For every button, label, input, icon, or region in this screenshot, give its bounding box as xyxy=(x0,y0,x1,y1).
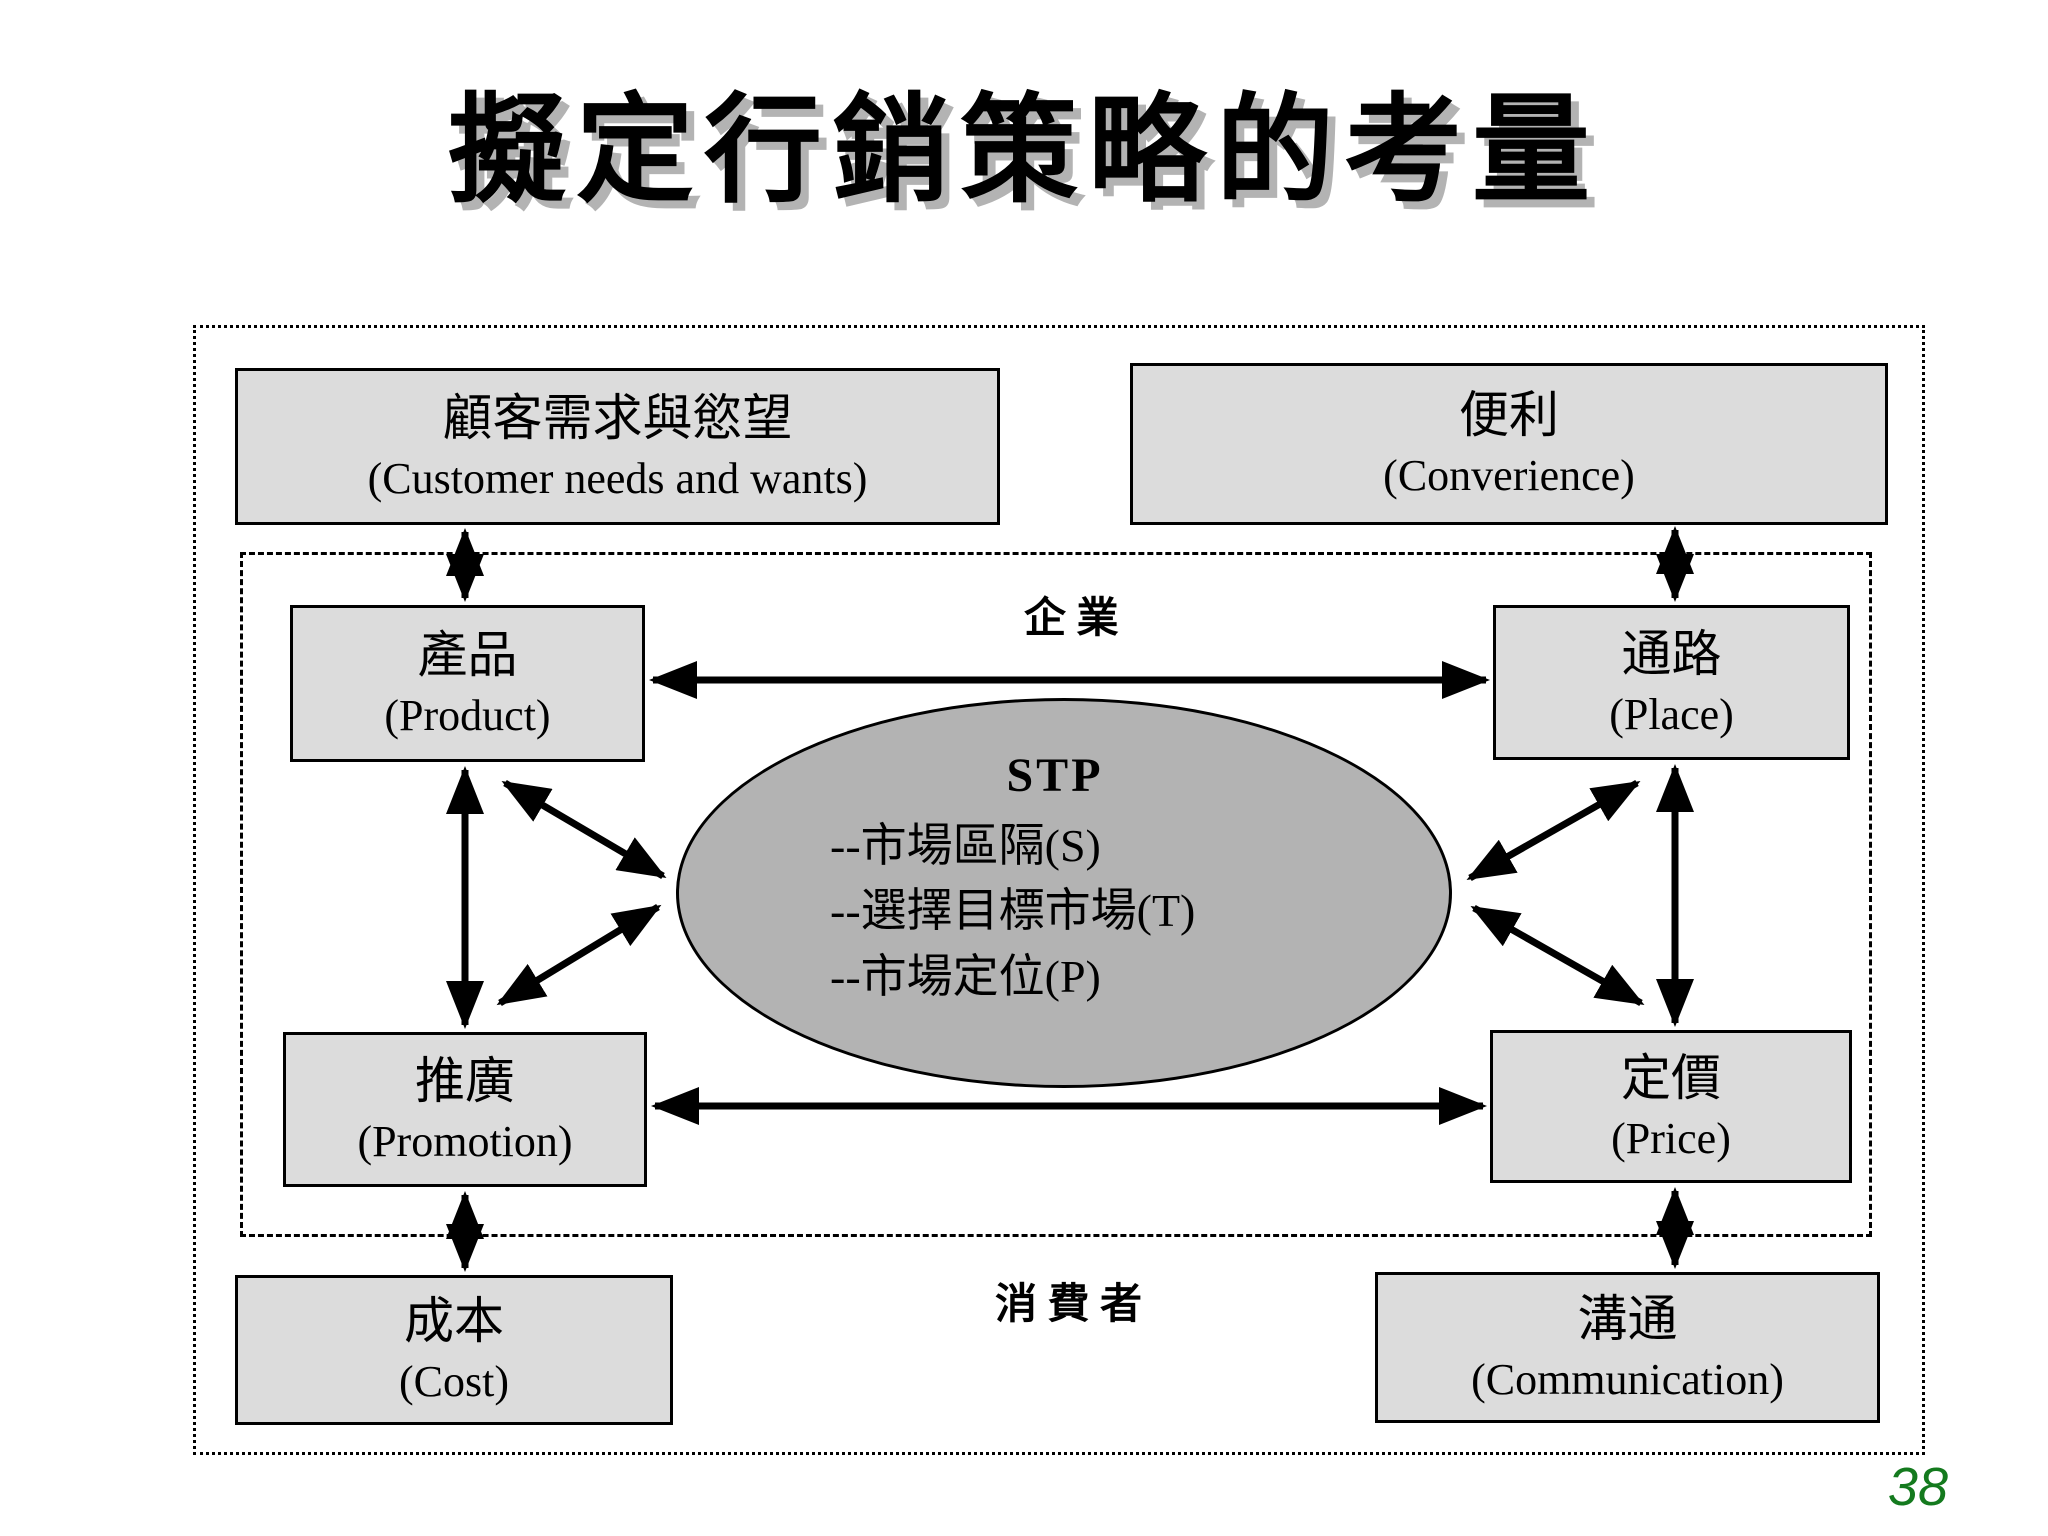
stp-heading: STP xyxy=(1006,749,1104,802)
stp-text-block: STP --市場區隔(S) --選擇目標市場(T) --市場定位(P) xyxy=(830,748,1280,1009)
stp-ellipse xyxy=(676,698,1452,1088)
place-box: 通路 (Place) xyxy=(1493,605,1850,760)
communication-zh-label: 溝通 xyxy=(1577,1290,1678,1347)
promotion-en-label: (Promotion) xyxy=(357,1116,573,1166)
price-box: 定價 (Price) xyxy=(1490,1030,1852,1183)
price-zh-label: 定價 xyxy=(1621,1049,1721,1106)
product-box: 產品 (Product) xyxy=(290,605,645,762)
customer-needs-box: 顧客需求與慾望 (Customer needs and wants) xyxy=(235,368,1000,525)
arrow-place-stp xyxy=(1466,779,1641,882)
product-zh-label: 產品 xyxy=(417,626,518,683)
promotion-box: 推廣 (Promotion) xyxy=(283,1032,647,1187)
place-zh-label: 通路 xyxy=(1621,625,1722,682)
customer-needs-en-label: (Customer needs and wants) xyxy=(367,453,868,503)
communication-en-label: (Communication) xyxy=(1471,1354,1784,1404)
promotion-zh-label: 推廣 xyxy=(415,1052,515,1109)
stp-line-positioning: --市場定位(P) xyxy=(830,950,1101,1002)
price-en-label: (Price) xyxy=(1611,1113,1731,1163)
communication-box: 溝通 (Communication) xyxy=(1375,1272,1880,1423)
product-en-label: (Product) xyxy=(384,690,551,740)
convenience-en-label: (Converience) xyxy=(1383,451,1635,500)
outer-dotted-frame xyxy=(193,325,1925,1455)
consumer-label: 消 費 者 xyxy=(995,1282,1143,1328)
cost-en-label: (Cost) xyxy=(399,1357,509,1406)
customer-needs-zh-label: 顧客需求與慾望 xyxy=(442,389,793,446)
cost-box: 成本 (Cost) xyxy=(235,1275,673,1425)
stp-line-segmentation: --市場區隔(S) xyxy=(830,820,1101,871)
arrow-product-stp xyxy=(501,779,667,880)
place-en-label: (Place) xyxy=(1609,689,1734,739)
cost-zh-label: 成本 xyxy=(404,1293,504,1349)
convenience-box: 便利 (Converience) xyxy=(1130,363,1888,525)
stp-line-targeting: --選擇目標市場(T) xyxy=(830,885,1196,937)
convenience-zh-label: 便利 xyxy=(1459,387,1559,443)
inner-dashed-frame xyxy=(240,552,1872,1237)
enterprise-label: 企 業 xyxy=(1024,596,1119,642)
page-title: 擬定行銷策略的考量 xyxy=(447,85,1600,217)
page-number: 38 xyxy=(1887,1457,1948,1517)
arrow-price-stp xyxy=(1470,904,1645,1007)
arrow-promotion-stp xyxy=(496,904,662,1006)
